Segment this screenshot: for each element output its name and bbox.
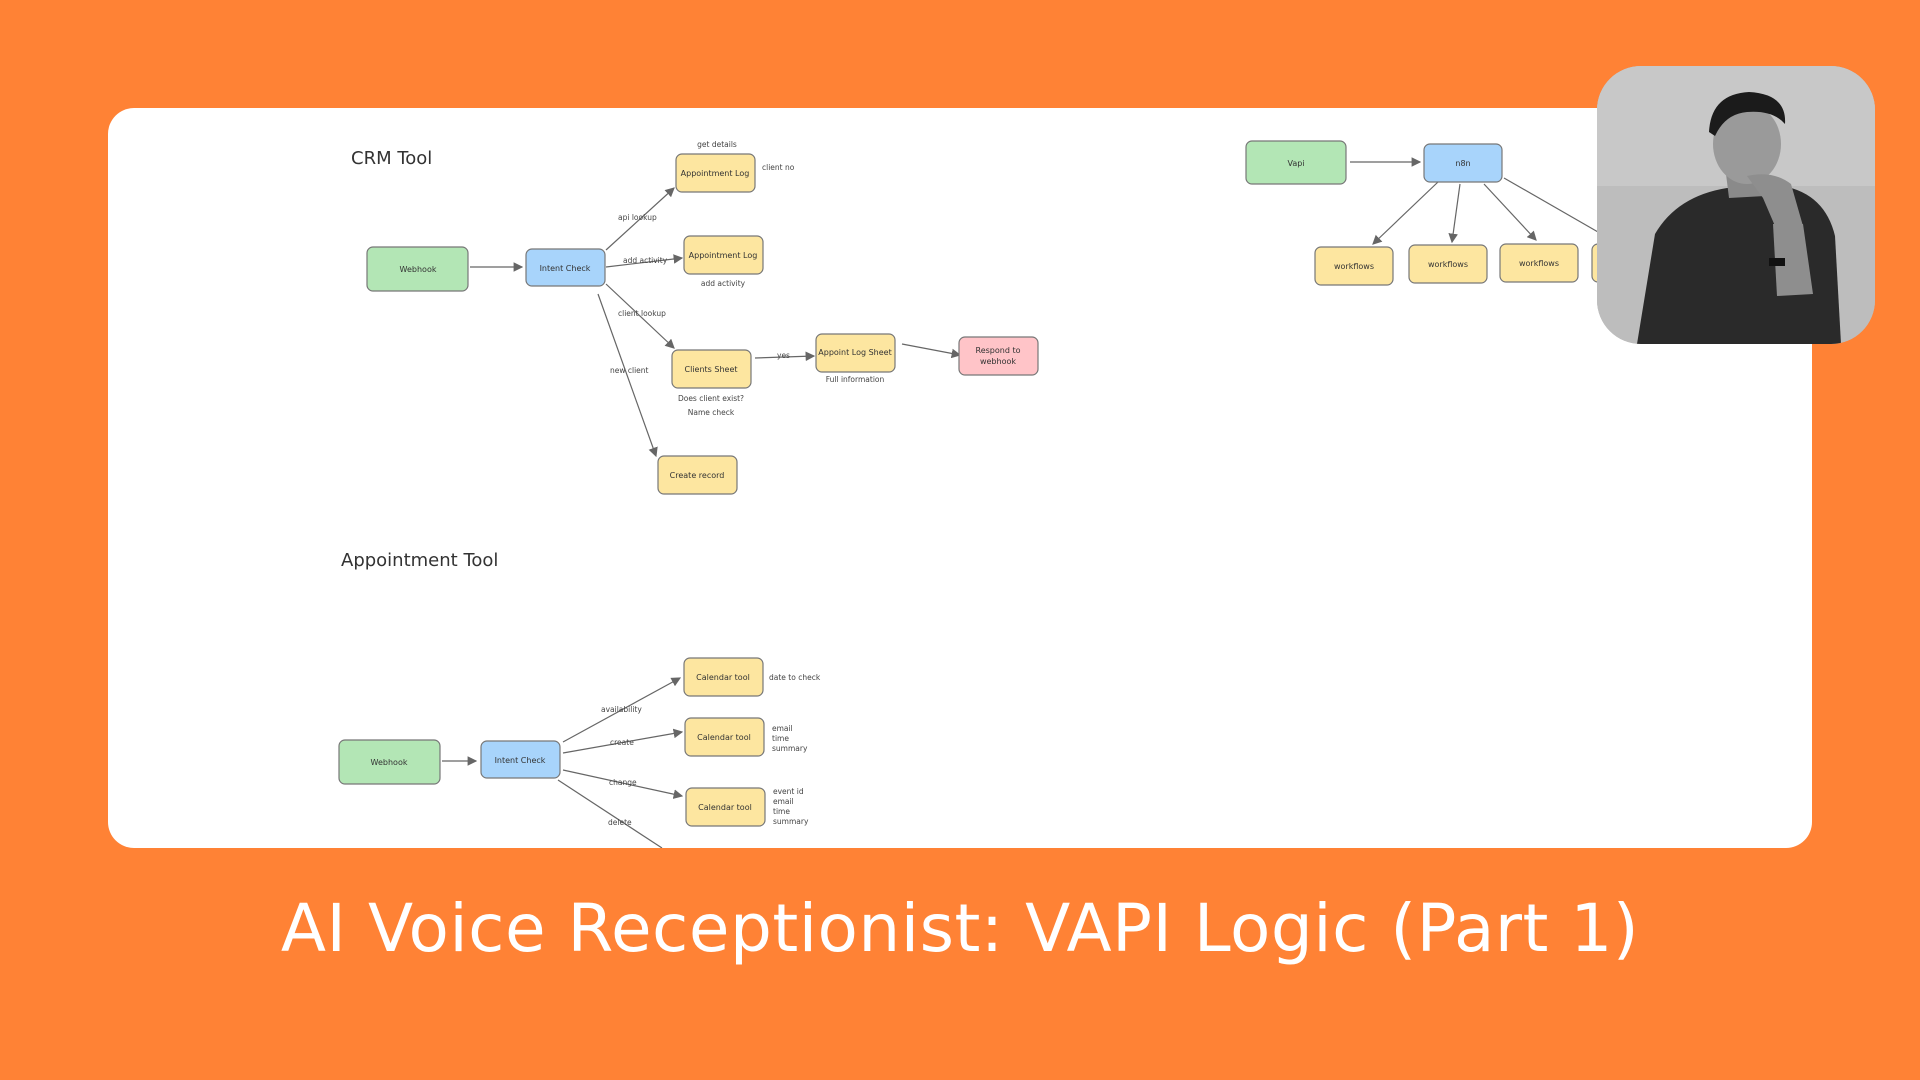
svg-text:workflows: workflows	[1519, 259, 1559, 268]
presenter-avatar	[1597, 66, 1875, 344]
label-create-time: time	[772, 734, 789, 743]
label-availability: availability	[601, 705, 642, 714]
vapi-edges	[1350, 157, 1599, 245]
label-name-check: Name check	[688, 408, 735, 417]
label-new-client: new client	[610, 366, 649, 375]
label-client-lookup: client lookup	[618, 309, 666, 318]
appointment-calendar-tool-1-node[interactable]: Calendar tool	[683, 657, 764, 697]
svg-text:n8n: n8n	[1455, 159, 1470, 168]
n8n-node[interactable]: n8n	[1423, 143, 1503, 183]
svg-text:Webhook: Webhook	[371, 758, 408, 767]
svg-text:Create record: Create record	[670, 471, 725, 480]
svg-text:Intent Check: Intent Check	[495, 756, 546, 765]
svg-text:Webhook: Webhook	[400, 265, 437, 274]
appointment-calendar-tool-2-node[interactable]: Calendar tool	[684, 717, 765, 757]
svg-text:Intent Check: Intent Check	[540, 264, 591, 273]
crm-create-record-node[interactable]: Create record	[657, 455, 738, 495]
appointment-calendar-tool-3-node[interactable]: Calendar tool	[685, 787, 766, 827]
crm-edges	[470, 187, 962, 458]
workflows-node-3[interactable]: workflows	[1499, 243, 1579, 283]
svg-text:Appointment Log: Appointment Log	[689, 251, 758, 260]
flow-diagram: CRM Tool Webhook Intent Check Appointmen…	[338, 140, 1633, 848]
whiteboard-canvas: CRM Tool Webhook Intent Check Appointmen…	[108, 108, 1812, 848]
svg-text:webhook: webhook	[980, 357, 1016, 366]
crm-respond-webhook-node[interactable]: Respond to webhook	[958, 336, 1039, 376]
svg-text:Calendar tool: Calendar tool	[698, 803, 752, 812]
presenter-photo	[1597, 66, 1875, 344]
svg-text:Appoint Log Sheet: Appoint Log Sheet	[818, 348, 891, 357]
appointment-edges	[442, 677, 684, 848]
label-add-activity-below: add activity	[701, 279, 746, 288]
svg-text:Respond to: Respond to	[976, 346, 1021, 355]
label-change-summary: summary	[773, 817, 809, 826]
label-change-event-id: event id	[773, 787, 804, 796]
crm-appoint-log-sheet-node[interactable]: Appoint Log Sheet	[815, 333, 896, 373]
crm-webhook-node[interactable]: Webhook	[366, 246, 469, 292]
crm-appointment-log-mid-node[interactable]: Appointment Log	[683, 235, 764, 275]
appointment-intent-check-node[interactable]: Intent Check	[480, 740, 561, 779]
label-change-email: email	[773, 797, 794, 806]
label-create: create	[610, 738, 634, 747]
svg-text:Clients Sheet: Clients Sheet	[685, 365, 738, 374]
svg-text:workflows: workflows	[1334, 262, 1374, 271]
label-yes: yes	[777, 351, 790, 360]
label-client-no: client no	[762, 163, 795, 172]
workflows-node-2[interactable]: workflows	[1408, 244, 1488, 284]
appointment-section-title: Appointment Tool	[341, 550, 498, 571]
label-change: change	[609, 778, 637, 787]
svg-text:Appointment Log: Appointment Log	[681, 169, 750, 178]
label-full-information: Full information	[826, 375, 885, 384]
label-api-lookup: api lookup	[618, 213, 657, 222]
label-date-to-check: date to check	[769, 673, 821, 682]
svg-text:Vapi: Vapi	[1287, 159, 1304, 168]
vapi-node[interactable]: Vapi	[1245, 140, 1347, 185]
label-delete: delete	[608, 818, 632, 827]
label-change-time: time	[773, 807, 790, 816]
svg-text:workflows: workflows	[1428, 260, 1468, 269]
appointment-webhook-node[interactable]: Webhook	[338, 739, 441, 785]
label-create-summary: summary	[772, 744, 808, 753]
crm-intent-check-node[interactable]: Intent Check	[525, 248, 606, 287]
crm-section-title: CRM Tool	[351, 148, 432, 169]
crm-appointment-log-top-node[interactable]: Appointment Log	[675, 153, 756, 193]
crm-clients-sheet-node[interactable]: Clients Sheet	[671, 349, 752, 389]
label-get-details: get details	[697, 140, 737, 149]
label-create-email: email	[772, 724, 793, 733]
workflows-node-1[interactable]: workflows	[1314, 246, 1394, 286]
svg-text:Calendar tool: Calendar tool	[696, 673, 750, 682]
label-add-activity: add activity	[623, 256, 668, 265]
svg-text:Calendar tool: Calendar tool	[697, 733, 751, 742]
label-client-exists: Does client exist?	[678, 394, 744, 403]
video-title: AI Voice Receptionist: VAPI Logic (Part …	[280, 890, 1640, 967]
